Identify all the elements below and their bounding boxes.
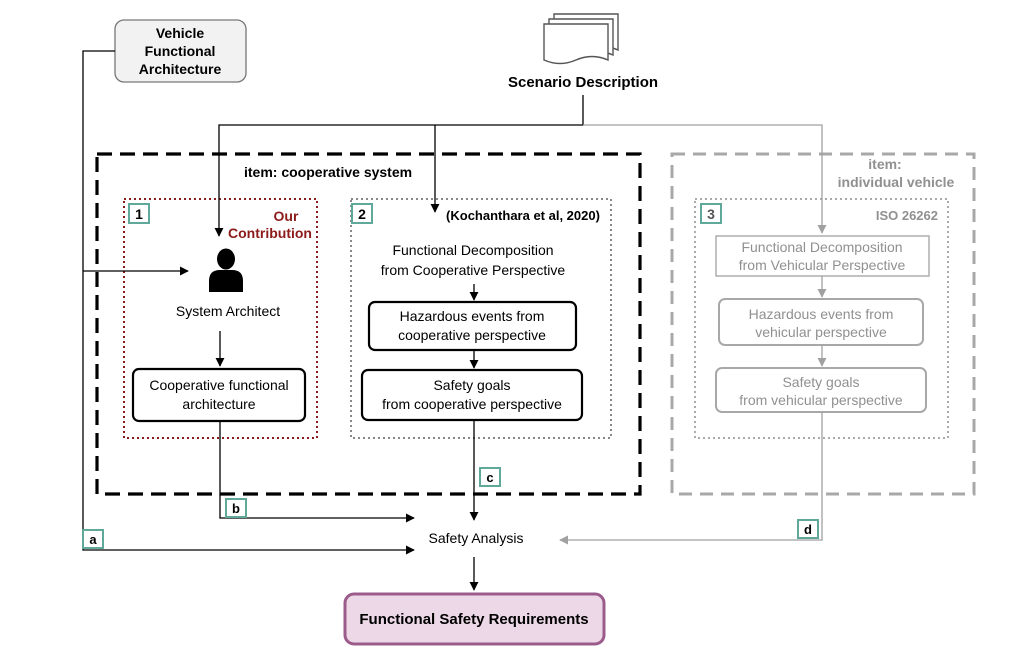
veh-decomposition-line-2: from Vehicular Perspective [739,257,906,273]
arrow-scenario-to-architect [214,95,584,237]
arrow-label-b: b [232,501,240,516]
safety-analysis-label: Safety Analysis [429,530,524,546]
connectors [82,50,584,591]
box-2-number: 2 [358,206,366,222]
cooperative-item-label: item: cooperative system [244,164,412,180]
iso-26262-label: ISO 26262 [876,208,938,223]
vehicular-decomposition-box [715,235,930,277]
coop-hazard-line-2: cooperative perspective [398,327,546,343]
person-icon [209,248,243,292]
veh-hazard-line-1: Hazardous events from [749,306,894,322]
coop-decomposition-line-2: from Cooperative Perspective [381,262,566,278]
arrow-label-b-badge [225,498,247,518]
arrow-label-a-badge [82,529,104,549]
veh-goals-line-2: from vehicular perspective [739,392,903,408]
coop-decomposition-line-1: Functional Decomposition [392,242,553,258]
kochanthara-citation: (Kochanthara et al, 2020) [446,208,600,223]
arrow-label-d: d [804,522,812,537]
veh-hazardous-events-box [718,298,924,346]
coop-hazard-line-1: Hazardous events from [400,308,545,324]
coop-hazardous-events-box [367,300,578,352]
veh-safety-goals-box [715,367,927,413]
scenario-document-icon [543,13,619,65]
box-1-number: 1 [135,206,143,222]
arrow-d-veh-goals-to-safety-analysis [559,412,823,545]
box-2-cooperative-analysis [350,198,612,439]
vehicle-arch-line-3: Architecture [139,61,222,77]
gray-connectors [559,124,827,545]
arrow-label-c: c [486,470,493,485]
scenario-description-label: Scenario Description [508,74,658,91]
cooperative-system-boundary [95,152,642,496]
functional-safety-requirements-label: Functional Safety Requirements [359,611,588,628]
arrow-label-d-badge [797,519,819,539]
arrow-scenario-to-box-3 [583,124,827,234]
box-3-number: 3 [707,206,715,222]
individual-vehicle-boundary [670,152,976,496]
coop-arch-line-2: architecture [182,396,255,412]
coop-goals-line-2: from cooperative perspective [382,396,562,412]
vehicle-arch-line-2: Functional [145,43,216,59]
box-1-number-badge [128,203,150,224]
system-architect-label: System Architect [176,303,280,319]
our-contribution-line-1: Our [274,208,299,224]
vehicle-functional-architecture-input: Vehicle Functional Architecture [114,19,247,83]
individual-item-label-line-1: item: [868,156,901,172]
vehicle-arch-line-1: Vehicle [156,25,204,41]
veh-hazard-line-2: vehicular perspective [755,324,887,340]
cooperative-functional-architecture-box [131,367,307,423]
box-1-our-contribution [123,198,318,439]
coop-arch-line-1: Cooperative functional [149,377,288,393]
coop-safety-goals-box [360,368,584,422]
veh-goals-line-1: Safety goals [782,374,859,390]
box-2-number-badge [351,203,373,224]
individual-item-label-line-2: individual vehicle [838,174,955,190]
arrow-label-a: a [89,532,97,547]
arrow-a-vehicle-arch-to-safety-analysis [82,50,415,555]
veh-decomposition-line-1: Functional Decomposition [741,239,902,255]
box-3-number-badge [700,203,722,224]
functional-safety-requirements-box [343,592,606,646]
our-contribution-line-2: Contribution [228,225,312,241]
arrow-b-coop-arch-to-safety-analysis [219,421,415,523]
arrow-label-c-badge [479,467,501,487]
coop-goals-line-1: Safety goals [433,377,510,393]
